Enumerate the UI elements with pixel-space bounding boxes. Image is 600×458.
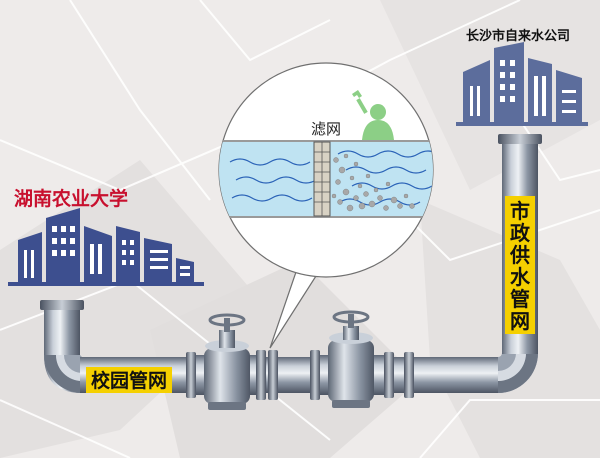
gate-valve-icon bbox=[328, 310, 374, 408]
municipal-char: 市 bbox=[510, 199, 530, 223]
filter-label: 滤网 bbox=[311, 120, 341, 138]
campus-pipe-text: 校园管网 bbox=[91, 369, 167, 392]
municipal-supply-label: 市 政 供 水 管 网 bbox=[505, 196, 535, 334]
municipal-char: 政 bbox=[510, 221, 531, 245]
gate-valve-icon bbox=[204, 313, 250, 410]
filter-mesh bbox=[313, 141, 331, 217]
worker-with-wrench-icon bbox=[352, 90, 394, 140]
municipal-char: 管 bbox=[510, 287, 530, 311]
supplier-label: 长沙市自来水公司 bbox=[466, 28, 570, 44]
campus-pipe-label: 校园管网 bbox=[86, 367, 172, 393]
pipe-flanges bbox=[186, 350, 414, 400]
municipal-char: 水 bbox=[510, 265, 531, 289]
university-buildings bbox=[8, 208, 204, 286]
sediment-particles bbox=[331, 153, 415, 212]
university-label: 湖南农业大学 bbox=[14, 187, 128, 210]
water-company-building bbox=[456, 42, 588, 126]
municipal-char: 网 bbox=[510, 309, 530, 333]
municipal-char: 供 bbox=[509, 243, 530, 267]
filter-callout: 滤网 bbox=[218, 62, 434, 349]
